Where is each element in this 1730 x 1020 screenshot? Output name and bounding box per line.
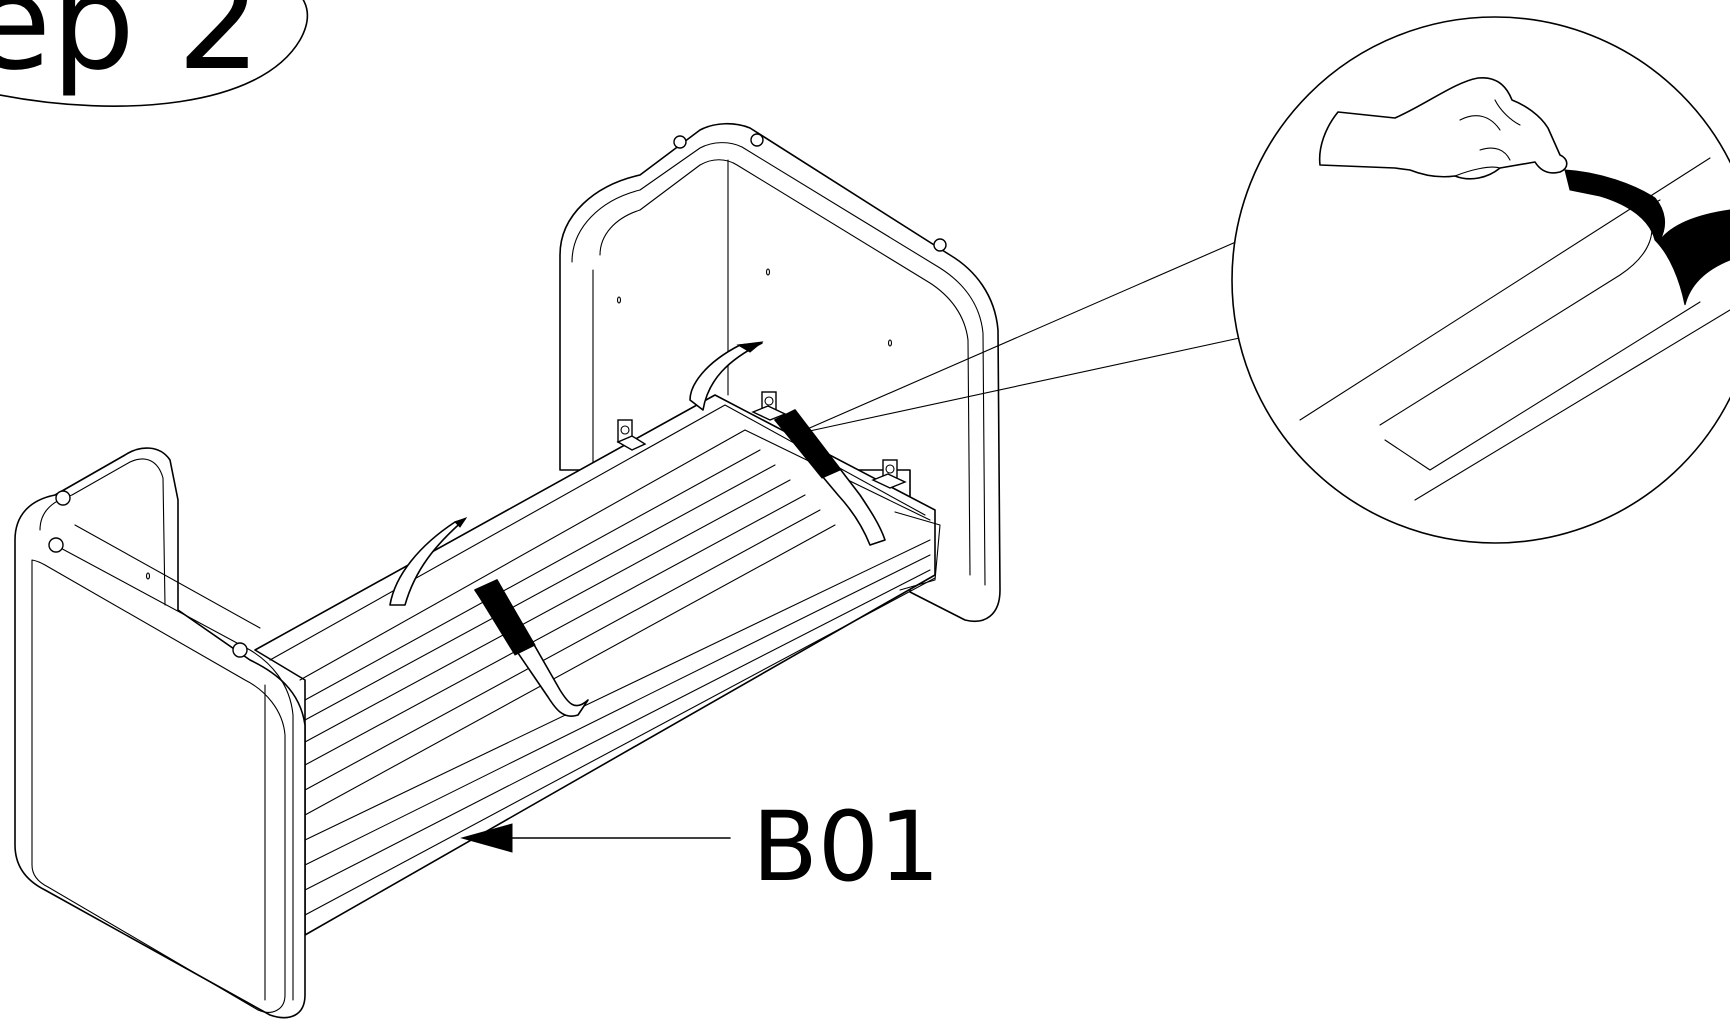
callout-arrow-icon [460, 823, 731, 853]
step-title: ep 2 [0, 0, 261, 100]
adhesive-strips [389, 341, 886, 717]
part-label-b01: B01 [752, 791, 940, 903]
mounting-bracket-right [871, 459, 907, 489]
hand-peeling-tape-icon [1318, 77, 1568, 180]
front-end-panel [14, 447, 306, 1019]
step-header: ep 2 [0, 0, 309, 107]
mounting-bracket-left [616, 419, 647, 451]
seat-slats [254, 394, 941, 936]
mounting-bracket-center [751, 391, 787, 421]
back-end-panel [559, 122, 1001, 622]
